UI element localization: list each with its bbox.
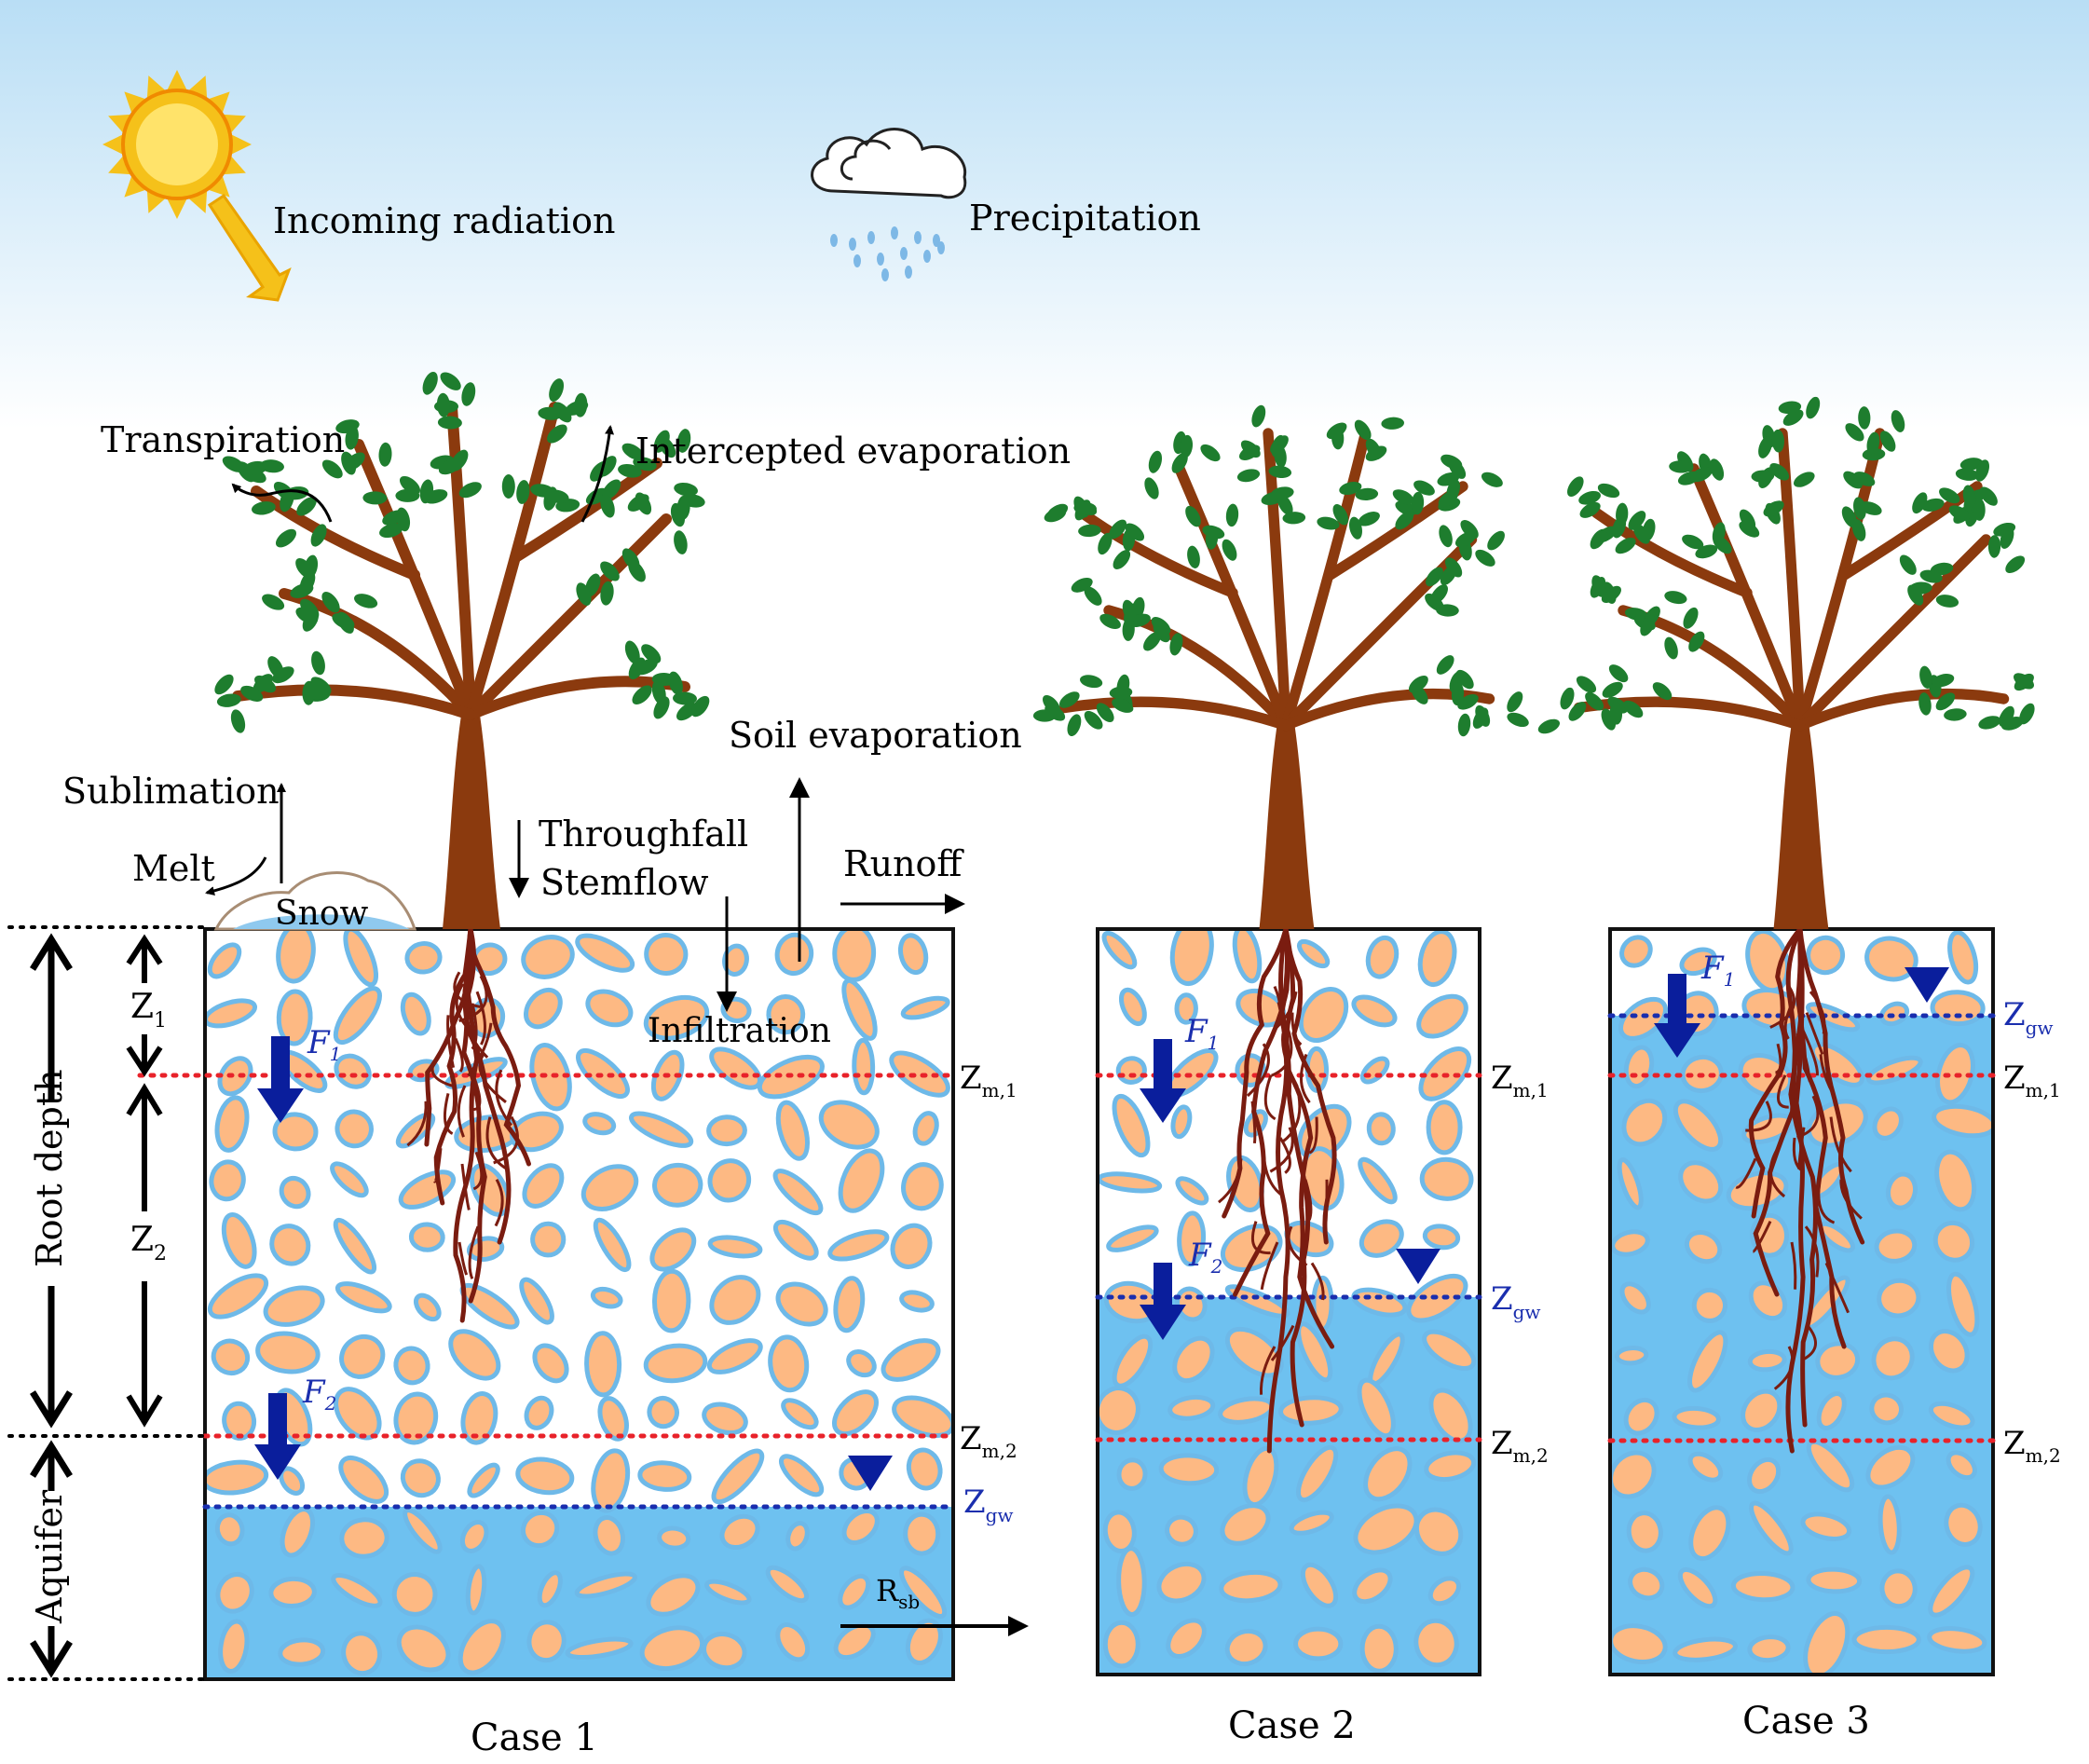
- stemflow-label: Stemflow: [540, 862, 709, 903]
- case-1-zm2-label: Zm,2: [960, 1420, 1017, 1462]
- case-2-zm1-label: Zm,1: [1491, 1060, 1549, 1101]
- case-3-water-table-icon: [1905, 967, 1949, 1003]
- case-1-tree: [214, 371, 710, 1323]
- case-2-panel: [1095, 927, 1482, 1676]
- case-1-f2-arrow: [254, 1393, 301, 1480]
- snow-water-icon: [233, 914, 410, 929]
- incoming-radiation-label: Incoming radiation: [273, 200, 615, 241]
- throughfall-label: Throughfall: [539, 814, 748, 855]
- rsb-symbol: Rsb: [876, 1573, 920, 1613]
- sun-icon: [102, 70, 292, 302]
- case-1-panel: [137, 927, 956, 1681]
- z2-symbol: Z2: [130, 1221, 167, 1265]
- runoff-label: Runoff: [843, 843, 964, 884]
- rain-drops-icon: [830, 226, 945, 281]
- case-3-tree: [1537, 396, 2035, 1454]
- infiltration-label: Infiltration: [648, 1012, 831, 1050]
- case-3-f1-symbol: F1: [1700, 950, 1735, 991]
- case-3-zm1-label: Zm,1: [2003, 1060, 2061, 1101]
- case-2-zgw-label: Zgw: [1491, 1280, 1541, 1323]
- case-1-soil-box: [203, 927, 955, 1681]
- case-1-f1-arrow: [257, 1036, 304, 1123]
- aquifer-arrow: [30, 1440, 73, 1678]
- case-2-water-table-icon: [1396, 1249, 1440, 1284]
- case-1-f2-symbol: F2: [302, 1374, 336, 1415]
- case-2-zm2-label: Zm,2: [1491, 1425, 1549, 1467]
- case-3-zm2-label: Zm,2: [2003, 1425, 2061, 1467]
- intercepted-evaporation-label: Intercepted evaporation: [635, 431, 1071, 472]
- precipitation-label: Precipitation: [969, 198, 1201, 239]
- case-3-label: Case 3: [1742, 1700, 1870, 1743]
- case-2-tree: [1032, 404, 1529, 1454]
- snow-pile: [213, 870, 417, 931]
- case-2-groundwater: [1098, 1297, 1480, 1675]
- case-2-f1-arrow: [1140, 1039, 1186, 1123]
- case-1-label: Case 1: [471, 1716, 598, 1759]
- root-depth-label: Root depth: [29, 1069, 70, 1267]
- root-depth-arrow: [30, 933, 73, 1429]
- melt-arrow: [205, 856, 267, 896]
- case-3-f1-arrow: [1654, 974, 1700, 1058]
- sky-background: [0, 0, 2089, 429]
- transpiration-arrow: [231, 483, 333, 523]
- z1-arrow: [126, 934, 163, 1077]
- z2-arrow: [126, 1083, 163, 1428]
- case-3-zgw-label: Zgw: [2003, 996, 2054, 1039]
- case-2-f2-arrow: [1140, 1263, 1186, 1340]
- case-1-zgw-label: Zgw: [963, 1484, 1014, 1526]
- transpiration-label: Transpiration: [101, 419, 345, 460]
- soil-evaporation-label: Soil evaporation: [729, 715, 1022, 756]
- case-2-f2-symbol: F2: [1188, 1237, 1222, 1278]
- z1-symbol: Z1: [130, 988, 167, 1032]
- case-2-f1-symbol: F1: [1184, 1013, 1219, 1054]
- sublimation-label: Sublimation: [62, 771, 280, 812]
- case-1-water-table-icon: [848, 1456, 893, 1491]
- melt-label: Melt: [132, 848, 215, 889]
- aquifer-label: Aquifer: [29, 1489, 70, 1624]
- case-1-f1-symbol: F1: [307, 1024, 341, 1065]
- case-1-zm1-label: Zm,1: [960, 1060, 1017, 1101]
- case-2-label: Case 2: [1228, 1704, 1356, 1747]
- snow-label: Snow: [275, 895, 369, 933]
- cloud-icon: [811, 128, 967, 199]
- intercepted-evaporation-arrow: [580, 425, 615, 523]
